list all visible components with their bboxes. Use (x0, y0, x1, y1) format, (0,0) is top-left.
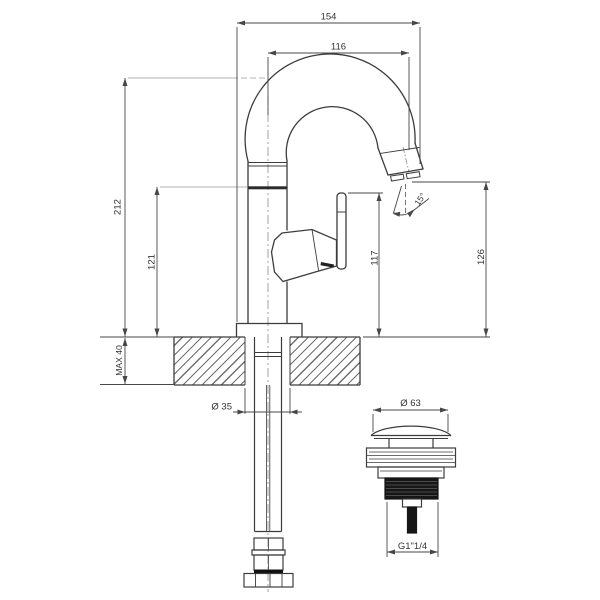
arrow-thread-right (430, 549, 438, 555)
handle-set-screw (320, 262, 334, 268)
arrow-126-bottom (483, 328, 489, 337)
popup-waste (365, 425, 457, 534)
label-hole-diameter: Ø 35 (211, 402, 232, 413)
countertop-hatch-left (174, 337, 245, 385)
arrow-117-bottom (376, 328, 382, 337)
label-handle-height: 117 (370, 250, 381, 265)
label-waste-thread: G1"1/4 (398, 541, 427, 552)
base-flange (235, 322, 303, 338)
arrow-116-left (268, 50, 276, 56)
ext-lines-d63 (372, 414, 449, 432)
supply-shank (243, 337, 294, 588)
label-joint-height: 121 (147, 254, 158, 270)
label-waste-cap-diameter: Ø 63 (400, 398, 421, 409)
waste-rod-collar (401, 498, 423, 508)
arrow-154-right (412, 20, 420, 26)
angle-leader-line (413, 198, 430, 211)
dimension-arrowheads (122, 20, 489, 555)
spout-tip-face (387, 168, 424, 176)
arrow-117-top (376, 193, 382, 201)
label-overall-height: 212 (113, 199, 124, 215)
waste-flange-stack (365, 447, 457, 468)
label-deck-thickness: MAX 40 (114, 345, 124, 376)
spout-tip-joint-line (379, 147, 420, 154)
arrow-angle-left (392, 211, 401, 217)
handle-boss-facet (311, 229, 319, 271)
arrow-154-left (237, 20, 245, 26)
handle-boss (270, 228, 338, 283)
aerator-right-tab (405, 171, 421, 180)
waste-collar (377, 466, 445, 479)
ext-lines-thread (386, 502, 439, 557)
spout-inner-arc (285, 106, 379, 162)
arrow-116-right (401, 50, 409, 56)
waste-stem (388, 438, 434, 448)
faucet-outline (235, 53, 424, 338)
hose-nut (243, 572, 294, 588)
countertop-hatch-right (290, 337, 360, 385)
deck-hole-edges (244, 337, 291, 385)
arrow-d63-right (440, 407, 448, 413)
label-spray-angle: 15° (412, 191, 428, 207)
arrow-121-top (154, 187, 160, 195)
waste-cap-dome (370, 425, 452, 436)
label-overall-width: 154 (321, 12, 337, 23)
shank-tube-inner (266, 385, 271, 532)
arrow-d35-right (290, 409, 298, 415)
countertop-section (173, 336, 361, 386)
shank-tube-outer (253, 385, 283, 532)
label-spout-reach: 116 (331, 42, 346, 53)
arrow-angle-right (407, 209, 415, 218)
shank-in-hole (253, 337, 283, 385)
handle-lever-blade (336, 192, 347, 270)
spout-tip-centerline (402, 146, 410, 173)
arrow-max40-bottom (122, 376, 128, 384)
arrow-thread-left (387, 549, 395, 555)
centerlines (128, 77, 410, 592)
arrow-d35-left (237, 409, 245, 415)
hose-connector-ring (251, 549, 286, 556)
deck-side-edges (173, 337, 361, 385)
waste-pull-rod (406, 506, 418, 534)
waste-thread-lines (386, 481, 437, 496)
hose-nut-facets (255, 573, 283, 587)
arrow-max40-top (122, 338, 128, 346)
arrow-212-top (122, 78, 128, 86)
body-seal-band (248, 186, 287, 190)
dimension-labels: 154 116 212 121 117 126 MAX 40 Ø 35 Ø 63… (113, 12, 488, 553)
spout-tip-left-edge (377, 147, 389, 176)
label-aerator-height: 126 (476, 249, 487, 265)
ext-lines-d35 (244, 388, 291, 414)
arrow-126-top (483, 182, 489, 190)
angle-leg-line (393, 185, 402, 214)
body-joint-band (247, 162, 288, 167)
hose-gasket (254, 570, 283, 574)
dimension-lines (100, 22, 490, 557)
arrow-212-bottom (122, 328, 128, 337)
arrow-121-bottom (154, 328, 160, 337)
waste-flange-ribs (366, 451, 456, 463)
spout-outer-arc (244, 53, 416, 162)
aerator-left-tab (389, 173, 405, 182)
spout-tip-right-edge (414, 142, 424, 170)
shank-ring (254, 352, 282, 357)
arrow-d63-left (373, 407, 381, 413)
